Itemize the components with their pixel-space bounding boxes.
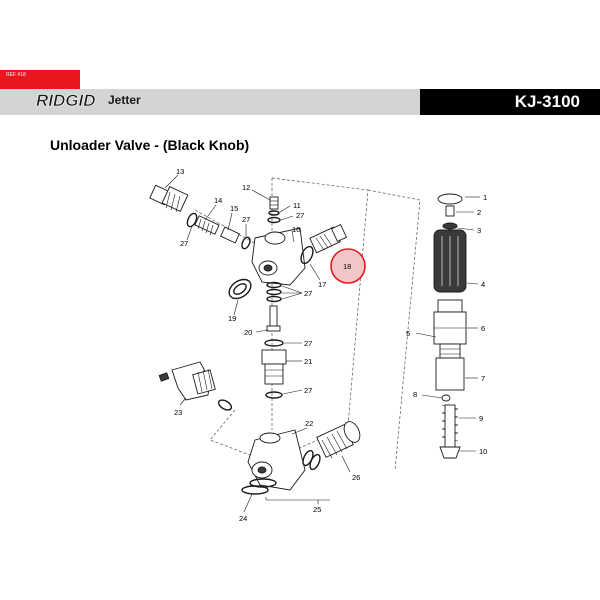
part-27-oring-c (267, 216, 281, 224)
callout-27-d: 27 (304, 289, 312, 298)
callout-18: 18 (343, 262, 351, 271)
callout-17: 17 (318, 280, 326, 289)
part-19-washer (228, 278, 252, 300)
part-25-oring-b (309, 453, 321, 471)
callout-15: 15 (230, 204, 238, 213)
ridgid-logo: RIDGID (34, 91, 96, 109)
callout-27-a: 27 (180, 239, 188, 248)
part-24-ring-b (249, 478, 277, 488)
guide-line-23 (209, 409, 251, 456)
callout-6: 6 (481, 324, 485, 333)
part-6-housing (433, 299, 467, 345)
callout-2: 2 (477, 208, 481, 217)
part-27-oring-f (265, 391, 283, 399)
callout-24: 24 (239, 514, 247, 523)
callout-25: 25 (313, 505, 321, 514)
part-2-screw (445, 205, 455, 217)
guide-line-main (271, 177, 369, 449)
part-20-stem (266, 305, 281, 332)
callout-5: 5 (406, 329, 410, 338)
callout-9: 9 (479, 414, 483, 423)
callout-11: 11 (293, 201, 301, 210)
callout-8: 8 (413, 390, 417, 399)
page-title: Unloader Valve - (Black Knob) (50, 137, 250, 153)
callout-27-c: 27 (296, 211, 304, 220)
part-13-fitting (149, 184, 189, 213)
part-27-oring-a (186, 212, 198, 228)
part-17-washer (300, 245, 314, 265)
part-15-piston (220, 226, 240, 244)
part-3-washer (442, 222, 458, 230)
callout-3: 3 (477, 226, 481, 235)
callout-16: 16 (292, 225, 300, 234)
part-1-cap (437, 193, 463, 205)
part-27-oring-b (241, 236, 251, 250)
ref-tag: REF #18 (0, 70, 80, 89)
part-22-lower-body (247, 429, 306, 491)
part-27-oring-d2 (266, 288, 282, 296)
callout-19: 19 (228, 314, 236, 323)
model-number: KJ-3100 (420, 89, 600, 115)
part-8-ball (441, 394, 451, 402)
part-23-elbow (158, 361, 216, 401)
callout-12: 12 (242, 183, 250, 192)
part-12-screw (269, 196, 279, 210)
callout-27-e: 27 (304, 339, 312, 348)
callout-27-b: 27 (242, 215, 250, 224)
callout-27-f: 27 (304, 386, 312, 395)
part-18-fitting (309, 223, 348, 254)
part-16-valve-body (251, 227, 306, 286)
callout-7: 7 (481, 374, 485, 383)
callout-13: 13 (176, 167, 184, 176)
part-27-oring-d3 (266, 295, 282, 303)
part-19-washer-inner (233, 283, 247, 295)
callout-14: 14 (214, 196, 222, 205)
callout-4: 4 (481, 280, 485, 289)
callout-26: 26 (352, 473, 360, 482)
leader-lines (164, 174, 480, 513)
part-10-plunger (439, 404, 461, 459)
product-name: Jetter (108, 93, 141, 107)
callout-10: 10 (479, 447, 487, 456)
brand-text: RIDGID (36, 91, 96, 109)
callout-1: 1 (483, 193, 487, 202)
part-11-oring (268, 210, 280, 216)
highlight-circle-18 (330, 248, 366, 284)
callout-21: 21 (304, 357, 312, 366)
callout-20: 20 (244, 328, 252, 337)
guide-line-right (367, 189, 421, 471)
part-7-housing (435, 343, 465, 391)
callout-23: 23 (174, 408, 182, 417)
part-27-oring-d1 (266, 281, 282, 289)
part-23-oring (217, 399, 233, 411)
part-4-knob (433, 229, 467, 293)
part-21-seat (261, 349, 287, 385)
part-27-oring-e (264, 339, 284, 347)
callout-22: 22 (305, 419, 313, 428)
part-14-spring (194, 215, 220, 236)
part-26-fitting (316, 421, 361, 459)
